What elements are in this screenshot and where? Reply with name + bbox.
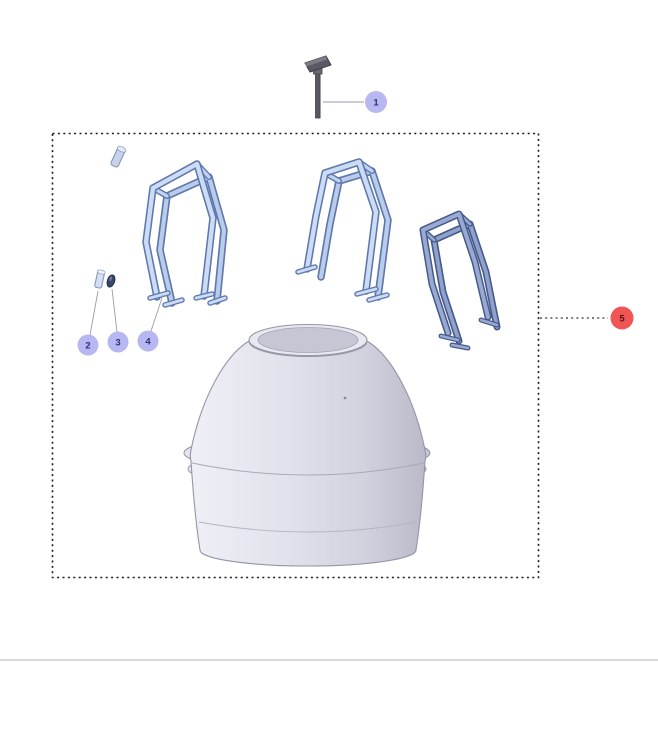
small-screw-part <box>110 145 127 168</box>
callout-5-badge[interactable]: 5 <box>610 306 634 330</box>
callout-4-leader-line <box>150 294 164 332</box>
bracket-right <box>419 210 501 351</box>
bolt-part <box>304 55 332 119</box>
dome-part <box>183 324 431 567</box>
bracket-middle <box>295 158 392 303</box>
assembly-boundary-box <box>51 132 540 579</box>
callout-2-badge[interactable]: 2 <box>77 334 99 356</box>
callout-3-badge[interactable]: 3 <box>107 331 129 353</box>
small-pin-part <box>94 269 106 289</box>
callout-2-leader-line <box>89 290 99 336</box>
bracket-left <box>142 160 228 308</box>
callout-1-badge[interactable]: 1 <box>365 91 387 113</box>
callout-3-leader-line <box>111 288 118 333</box>
nut-part <box>106 274 116 288</box>
callout-4-badge[interactable]: 4 <box>137 330 159 352</box>
